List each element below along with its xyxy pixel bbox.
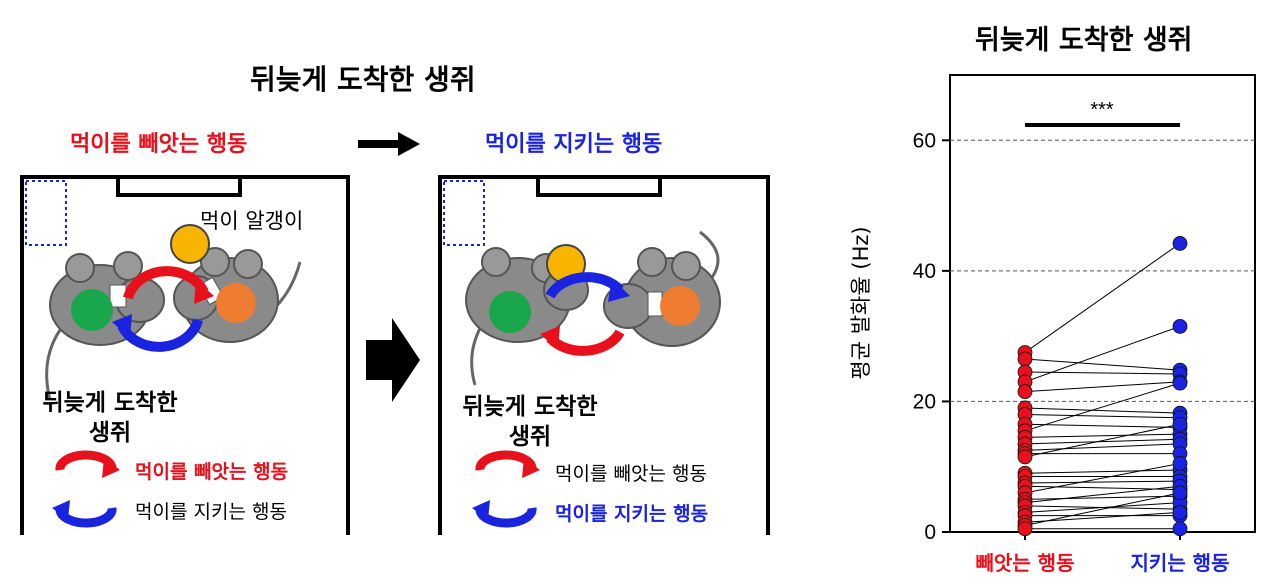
- pair-line: [1024, 511, 1181, 523]
- arena-robbing: [20, 175, 350, 535]
- pair-line: [1024, 469, 1181, 474]
- legend-defending-2: 먹이를 지키는 행동: [555, 503, 709, 525]
- pair-line: [1024, 381, 1181, 393]
- pair-line: [1024, 480, 1181, 484]
- late-mouse-label-line1: 뒤늦게 도착한: [42, 390, 178, 416]
- data-point-defending: [1172, 318, 1188, 334]
- other-mouse-marker-2: [660, 286, 700, 326]
- data-point-defending: [1172, 416, 1188, 432]
- pair-line: [1024, 407, 1181, 414]
- pair-line: [1024, 382, 1181, 432]
- data-point-defending: [1172, 521, 1188, 537]
- data-point-defending: [1172, 456, 1188, 471]
- data-point-robbing: [1017, 384, 1033, 400]
- y-tick-label: 40: [913, 260, 936, 283]
- pair-line: [1024, 495, 1181, 500]
- data-point-defending: [1172, 236, 1188, 251]
- pair-line: [1024, 413, 1181, 419]
- y-tick-label: 0: [924, 521, 936, 544]
- data-point-defending: [1172, 375, 1188, 391]
- pair-line: [1024, 423, 1181, 429]
- data-point-defending: [1172, 485, 1188, 501]
- pair-line: [1024, 433, 1181, 438]
- firing-rate-chart: 0 20 40 60 *** 평균 발화율 (Hz) 빼앗는 행동 지키는 행동: [849, 74, 1256, 575]
- significance-stars: ***: [1090, 99, 1114, 121]
- legend-defending-1: 먹이를 지키는 행동: [135, 501, 287, 523]
- pair-line: [1024, 443, 1181, 451]
- legend-robbing-2: 먹이를 빼앗는 행동: [555, 463, 707, 485]
- data-point-defending: [1172, 505, 1188, 520]
- pair-line: [1024, 485, 1181, 504]
- arena-defending: [438, 175, 770, 535]
- data-point-robbing: [1017, 351, 1033, 367]
- pair-line: [1024, 438, 1181, 445]
- legend-robbing-1: 먹이를 빼앗는 행동: [135, 461, 289, 483]
- late-mouse-label-line2: 생쥐: [88, 420, 132, 446]
- data-point-robbing: [1017, 521, 1033, 537]
- late-mouse-label-line1: 뒤늦게 도착한: [462, 394, 598, 420]
- chart-title: 뒤늦게 도착한 생쥐: [975, 25, 1193, 56]
- other-mouse-marker: [216, 283, 256, 323]
- late-mouse-marker: [71, 289, 113, 331]
- pellet: [170, 224, 210, 264]
- late-mouse-label-2: 뒤늦게 도착한 생쥐: [440, 392, 620, 452]
- pair-line: [1024, 325, 1181, 383]
- late-mouse-label-1: 뒤늦게 도착한 생쥐: [20, 388, 200, 448]
- header-arrow: [358, 132, 420, 156]
- left-panel-title: 뒤늦게 도착한 생쥐: [250, 63, 476, 96]
- pair-line: [1024, 492, 1181, 526]
- late-mouse-marker-2: [489, 291, 531, 333]
- y-tick-label: 60: [913, 129, 936, 152]
- pair-line: [1024, 502, 1181, 513]
- transition-arrow: [366, 318, 420, 402]
- pair-line: [1024, 462, 1181, 494]
- x-category-defending: 지키는 행동: [1131, 551, 1230, 575]
- plot-frame: [949, 74, 1256, 533]
- data-point-robbing: [1017, 449, 1033, 465]
- robbing-phase-header: 먹이를 빼앗는 행동: [70, 132, 248, 157]
- pair-line: [1024, 423, 1181, 458]
- x-category-robbing: 빼앗는 행동: [976, 551, 1075, 575]
- pellet-label: 먹이 알갱이: [200, 209, 304, 233]
- pair-line: [1024, 358, 1181, 371]
- defending-phase-header: 먹이를 지키는 행동: [485, 132, 663, 157]
- pair-line: [1024, 243, 1181, 353]
- late-mouse-label-line2: 생쥐: [508, 424, 552, 450]
- y-axis-label: 평균 발화율 (Hz): [849, 226, 873, 379]
- y-tick-label: 20: [913, 390, 936, 413]
